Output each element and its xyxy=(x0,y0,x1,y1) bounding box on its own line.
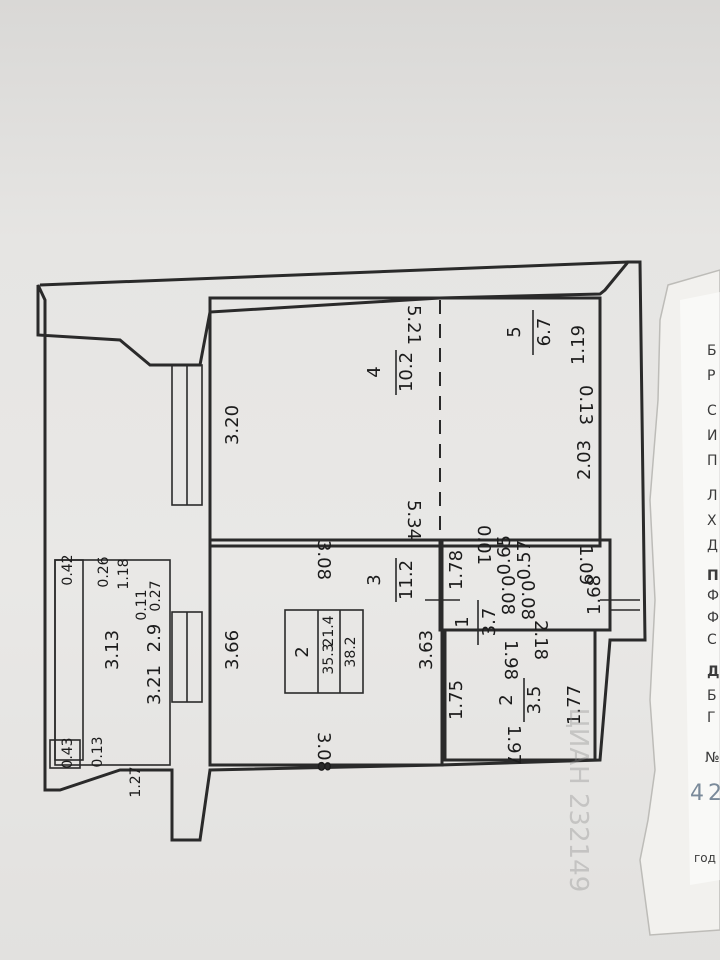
room2-width-bottom: 3.08 xyxy=(313,732,334,772)
room2-area-2: 35.3 xyxy=(321,643,337,674)
receipt-letter-14: Б xyxy=(707,688,717,704)
room5-dim-4: 1.09 xyxy=(575,545,596,585)
receipt-letter-3: С xyxy=(707,403,717,419)
balcony-dim-5: 1.18 xyxy=(116,558,132,589)
room4-area: 10.2 xyxy=(396,352,417,392)
bath-dim-1: 1.98 xyxy=(500,640,521,680)
balcony-dim-6: 2.9 xyxy=(144,624,165,653)
bath-area: 3.5 xyxy=(524,686,545,715)
room3-dim-2: 0.65 xyxy=(494,535,515,575)
room2-width-top: 3.08 xyxy=(313,540,334,580)
room3-number: 3 xyxy=(364,574,385,585)
room1-number: 1 xyxy=(452,616,473,627)
balcony-dim-4: 0.11 xyxy=(134,589,150,620)
balcony-frame xyxy=(54,559,171,766)
receipt-letter-6: Л xyxy=(707,488,718,504)
room4-number: 4 xyxy=(364,366,385,377)
balcony-dim-3: 0.27 xyxy=(148,580,164,611)
balcony-dim-9: 0.43 xyxy=(60,737,76,768)
room3-dim-5: 0.08 xyxy=(517,580,538,620)
receipt-letter-15: Г xyxy=(707,710,716,726)
bath-dim-2: 1.75 xyxy=(446,680,467,720)
room2-area-1: 21.4 xyxy=(321,615,337,646)
room2-area-3: 38.2 xyxy=(343,636,359,667)
room5-dim-2: 0.13 xyxy=(575,385,596,425)
room4-width-top: 5.21 xyxy=(403,305,424,345)
bath-dim-3: 1.77 xyxy=(564,685,585,725)
room3-dim-4: 0.08 xyxy=(497,575,518,615)
room5-area: 6.7 xyxy=(534,318,555,347)
room3-dim-7: 2.18 xyxy=(530,620,551,660)
bath-number: 2 xyxy=(496,694,517,705)
room3-area: 11.2 xyxy=(396,560,417,600)
room3-dim-3: 0.57 xyxy=(514,540,535,580)
receipt-letter-11: Ф xyxy=(707,610,719,626)
balcony-dim-2: 0.26 xyxy=(96,556,112,587)
room-4-walls xyxy=(208,296,602,548)
receipt-letter-5: П xyxy=(707,453,718,469)
receipt-letter-2: Р xyxy=(707,368,715,384)
room-2-walls xyxy=(208,538,444,767)
bath-walls xyxy=(443,628,597,762)
bath-dim-4: 1.97 xyxy=(503,725,524,765)
balcony-outline xyxy=(54,559,84,761)
room4-height: 3.20 xyxy=(222,405,243,445)
receipt-letter-12: С xyxy=(707,632,717,648)
receipt-footer: год xyxy=(694,851,716,865)
receipt-text: Б Р С И П Л Х Д П Ф Ф С Д Б Г № 42 год xyxy=(690,343,720,865)
balcony-dim-1: 0.42 xyxy=(60,554,76,585)
receipt-letter-13: Д xyxy=(707,664,719,680)
receipt-letter-4: И xyxy=(707,428,717,444)
room1-area: 3.7 xyxy=(479,608,500,637)
receipt-sheen xyxy=(680,292,720,885)
room4-width-bottom: 5.34 xyxy=(403,500,424,540)
room5-dim-5: 1.68 xyxy=(584,575,605,615)
receipt-letter-16: № xyxy=(705,750,720,766)
room5-dim-3: 2.03 xyxy=(574,440,595,480)
receipt-letter-9: П xyxy=(707,568,719,584)
area-table xyxy=(284,609,364,694)
receipt-letter-7: Х xyxy=(707,513,717,529)
top-wall xyxy=(39,260,629,287)
balcony-length: 3.13 xyxy=(102,630,123,670)
receipt-number: 42 xyxy=(690,781,720,806)
balcony-corner xyxy=(49,739,81,769)
room2-number: 2 xyxy=(292,646,313,657)
balcony-dim-7: 3.21 xyxy=(144,665,165,705)
room3-dim-1: 1.78 xyxy=(446,550,467,590)
receipt-letter-10: Ф xyxy=(707,588,719,604)
room2-height-left: 3.66 xyxy=(222,630,243,670)
balcony-dim-10: 1.27 xyxy=(128,766,144,797)
room5-dim-1: 1.19 xyxy=(568,325,589,365)
room2-height-right: 3.63 xyxy=(416,630,437,670)
watermark: ЦИАН 232149 xyxy=(563,708,593,893)
room5-number: 5 xyxy=(504,326,525,337)
receipt-letter-1: Б xyxy=(707,343,717,359)
room3-dim-6: 0.01 xyxy=(473,525,494,565)
balcony-dim-8: 0.13 xyxy=(90,736,106,767)
outer-wall xyxy=(36,260,647,842)
receipt-letter-8: Д xyxy=(707,538,718,554)
